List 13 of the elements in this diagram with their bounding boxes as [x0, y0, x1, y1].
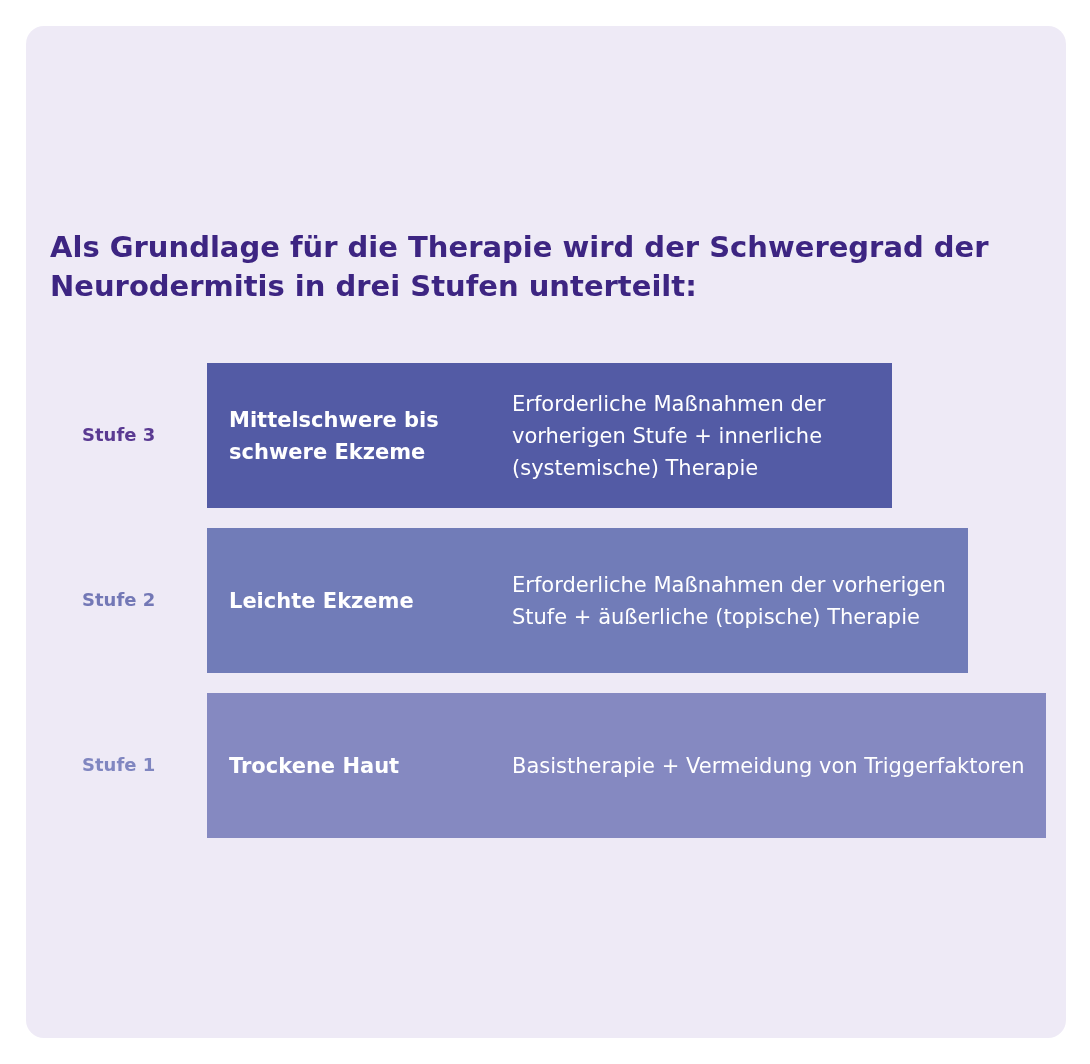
severity-heading: Mittelschwere bis schwere Ekzeme	[229, 406, 440, 466]
level-bar	[207, 528, 968, 673]
treatment-text: Erforderliche Maßnahmen der vorherigen Stufe + äußerliche (topische) Therapie	[512, 571, 947, 631]
level-label: Stufe 3	[82, 424, 156, 445]
level-label: Stufe 1	[82, 754, 156, 775]
level-label: Stufe 2	[82, 589, 156, 610]
title: Als Grundlage für die Therapie wird der Schweregrad der Neurodermitis in drei Stufen unterteilt:	[50, 229, 990, 305]
level-bar	[207, 693, 1046, 838]
severity-heading: Trockene Haut	[229, 752, 400, 780]
treatment-text: Erforderliche Maßnahmen der vorherigen Stufe + innerliche (systemische) Therapie	[512, 390, 827, 482]
severity-heading: Leichte Ekzeme	[229, 587, 414, 615]
level-bar	[207, 363, 892, 508]
treatment-text: Basistherapie + Vermeidung von Triggerfaktoren	[512, 752, 1025, 780]
